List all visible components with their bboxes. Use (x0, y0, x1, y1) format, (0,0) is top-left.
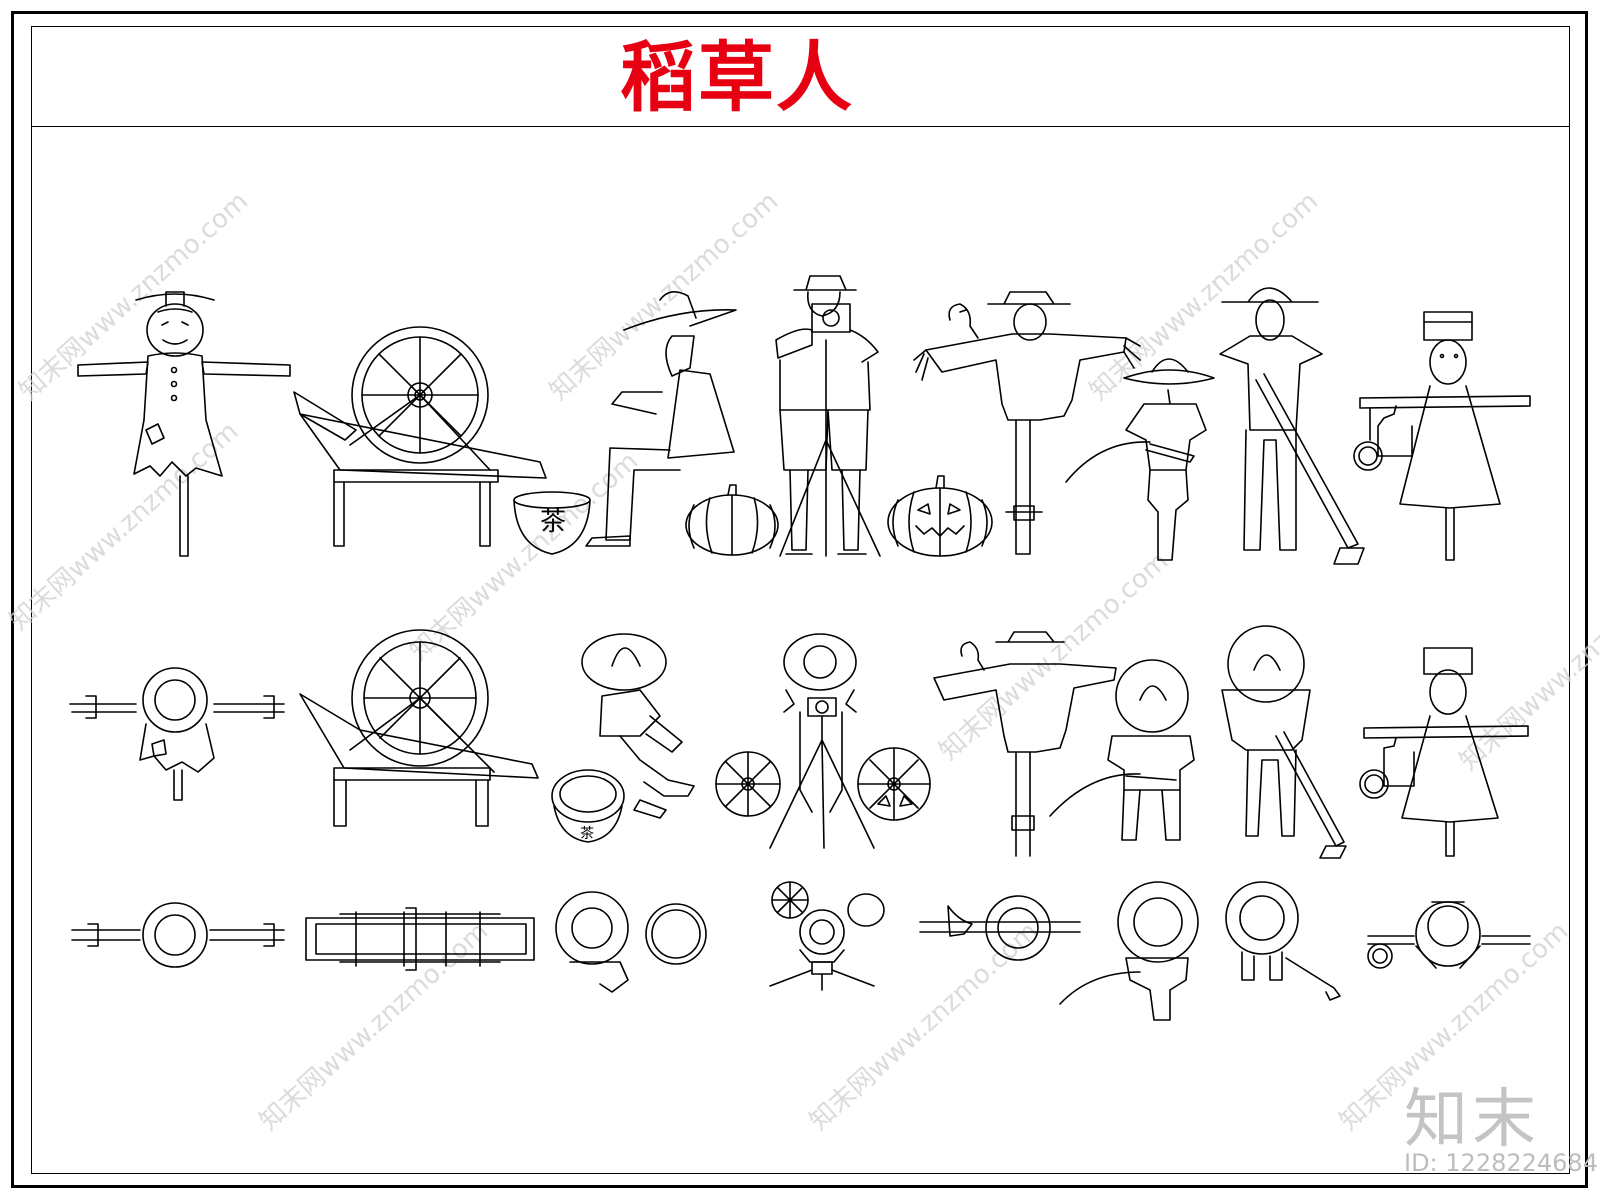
photographer-oblique (769, 633, 875, 849)
pumpkin-scarecrow-elevation (77, 291, 291, 557)
pumpkin-scarecrow-oblique (69, 667, 285, 801)
waterwheel-plan (305, 907, 535, 971)
seated-farmer-plan (555, 891, 707, 993)
scarecrow-with-crow-oblique (933, 631, 1117, 857)
outer-frame (11, 11, 1588, 1188)
drawing-title: 稻草人 (620, 33, 854, 122)
crouching-fisherman-plan (1059, 881, 1199, 1021)
bucket-carrier-elevation (1353, 311, 1531, 561)
farmer-with-hoe-oblique (1221, 625, 1347, 859)
image-id: ID: 1228224684 (1404, 1149, 1598, 1177)
inner-frame (31, 26, 1570, 1174)
waterwheel-oblique (299, 629, 539, 827)
scarecrow-with-crow-plan (919, 895, 1081, 961)
brand-logo-text: 知末 (1404, 1083, 1540, 1157)
bucket-carrier-plan (1367, 901, 1531, 969)
farmer-with-hoe-elevation (1219, 287, 1365, 565)
jack-o-lantern-elevation (887, 475, 993, 557)
crouching-fisherman-elevation (1065, 358, 1215, 561)
pumpkin-elevation (685, 484, 779, 556)
seated-farmer-oblique (581, 633, 695, 819)
pumpkin-top (715, 751, 781, 817)
farmer-with-hoe-plan (1225, 881, 1341, 1001)
photographer-plan (769, 881, 885, 991)
tea-bowl-elevation: 茶 (513, 491, 591, 555)
title-divider (31, 126, 1570, 127)
seated-farmer-elevation (585, 291, 737, 547)
bucket-carrier-oblique (1359, 647, 1529, 857)
tea-bowl-oblique: 茶 (551, 769, 625, 843)
tea-bowl-label: 茶 (540, 507, 566, 537)
photographer-elevation (775, 275, 881, 557)
jack-o-lantern-top (857, 747, 931, 821)
pumpkin-scarecrow-plan (71, 902, 285, 968)
waterwheel-elevation (293, 326, 547, 547)
tea-bowl-label: 茶 (580, 826, 594, 842)
scarecrow-with-crow-elevation (913, 291, 1141, 555)
crouching-fisherman-oblique (1049, 659, 1195, 841)
